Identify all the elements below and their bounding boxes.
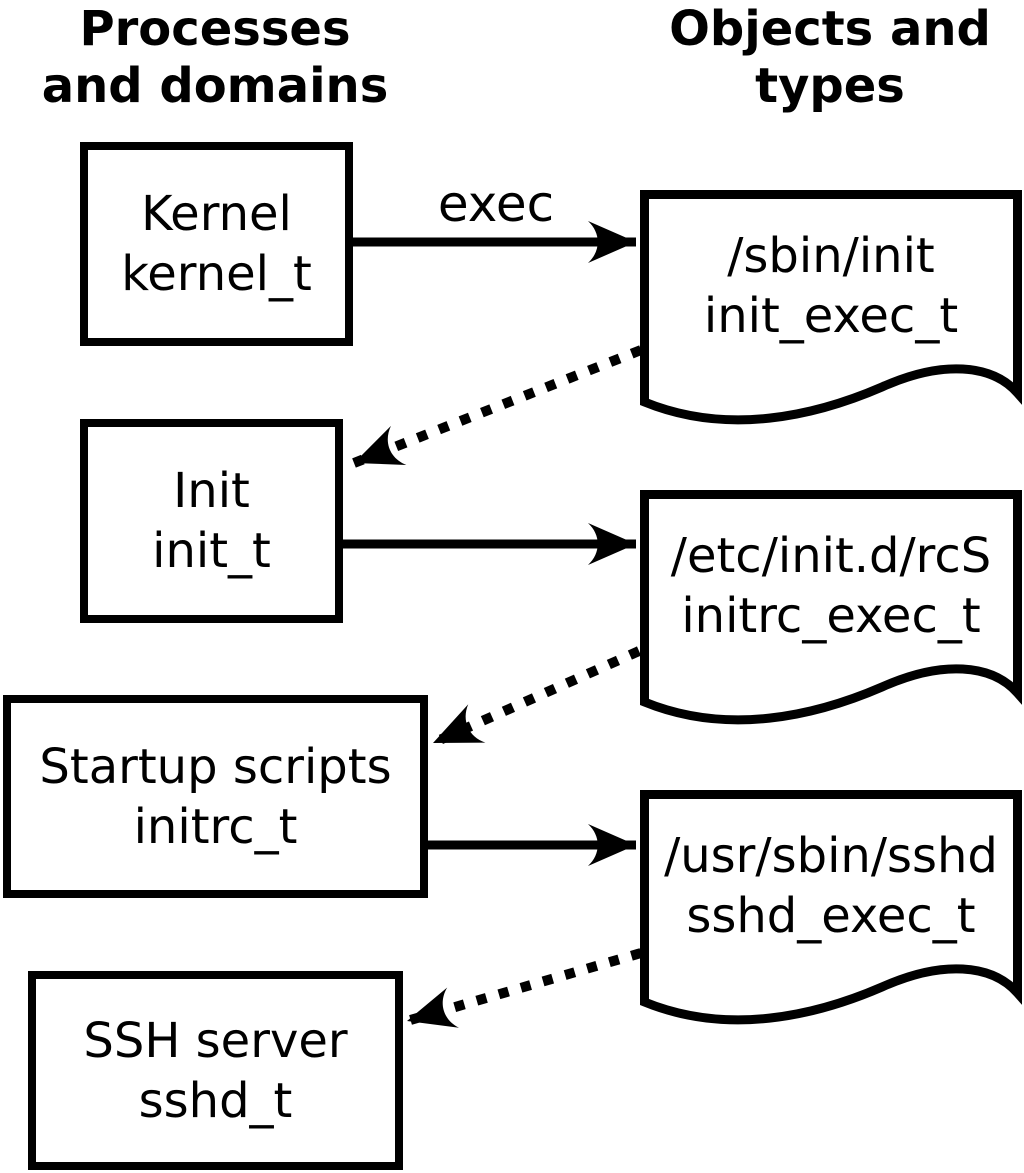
column-header-processes-line1: Processes — [79, 1, 351, 57]
process-box-startup-scripts: Startup scripts initrc_t — [3, 695, 428, 898]
object-type: initrc_exec_t — [681, 588, 981, 644]
column-header-objects-line1: Objects and — [669, 1, 991, 57]
document-shape-etc-initd-rcs — [640, 490, 1022, 725]
object-path: /usr/sbin/sshd — [664, 828, 998, 884]
process-type: init_t — [152, 523, 271, 579]
object-type: sshd_exec_t — [686, 888, 976, 944]
process-type: kernel_t — [121, 246, 312, 302]
transition-arrow-sshd-to-sshd-t — [405, 948, 643, 1028]
process-box-init: Init init_t — [80, 419, 343, 623]
edge-label-exec: exec — [437, 175, 555, 233]
process-type: sshd_t — [138, 1072, 293, 1129]
transition-arrow-rcs-to-initrc-t — [430, 646, 642, 748]
document-shape-usr-sbin-sshd — [640, 790, 1022, 1025]
document-shape-sbin-init — [640, 190, 1022, 425]
column-header-processes: Processes and domains — [42, 1, 389, 115]
process-label: Kernel — [141, 186, 292, 242]
object-path: /etc/init.d/rcS — [670, 528, 992, 584]
object-type: init_exec_t — [703, 288, 959, 344]
object-label-sbin-init: /sbin/init init_exec_t — [640, 226, 1022, 346]
column-header-objects-line2: types — [755, 58, 905, 114]
process-type: initrc_t — [133, 798, 298, 855]
process-label: SSH server — [83, 1012, 348, 1069]
transition-arrow-sbin-init-to-init-t — [352, 345, 643, 468]
object-path: /sbin/init — [727, 228, 935, 284]
process-box-kernel: Kernel kernel_t — [80, 142, 353, 346]
process-label: Startup scripts — [39, 738, 392, 795]
object-label-usr-sbin-sshd: /usr/sbin/sshd sshd_exec_t — [640, 826, 1022, 946]
column-header-objects: Objects and types — [669, 1, 991, 115]
process-box-ssh-server: SSH server sshd_t — [28, 971, 403, 1170]
object-label-etc-initd-rcs: /etc/init.d/rcS initrc_exec_t — [640, 526, 1022, 646]
process-label: Init — [173, 463, 250, 519]
column-header-processes-line2: and domains — [41, 58, 389, 114]
